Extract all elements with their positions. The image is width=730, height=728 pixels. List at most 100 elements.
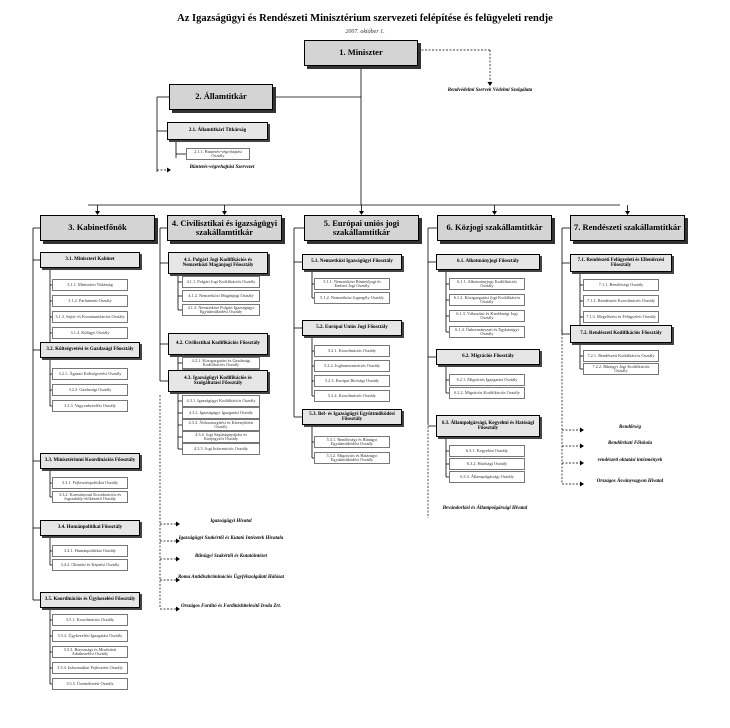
external-body-label: rendészeti oktatási intézmények <box>597 458 663 463</box>
department-box: 5.2. Európai Uniós Jogi Főosztály <box>302 320 402 336</box>
unit-box: 3.1.1. Miniszteri Titkárság <box>52 279 128 291</box>
unit-box: 3.3.2. Kormányzati Koordinációs és Jogsz… <box>52 491 128 503</box>
external-arrow <box>176 577 180 583</box>
department-box: 3.4. Humánpolitikai Főosztály <box>40 520 140 536</box>
division-arrow <box>95 211 100 215</box>
external-arrow <box>176 521 180 527</box>
unit-box: 3.2.1. Ágazati Költségvetési Osztály <box>52 368 128 380</box>
unit-box: 6.1.2. Közigazgatási Jogi Kodifikációs O… <box>449 294 525 306</box>
state-secretary-office-box: 2.1. Államtitkári Titkárság <box>167 122 268 140</box>
unit-box: 3.2.2. Gazdasági Osztály <box>52 384 128 396</box>
external-body-label: Roma Antidiszkriminációs Ügyfélszolgálat… <box>177 575 285 580</box>
department-box: 3.3. Minisztériumi Koordinációs Főosztál… <box>40 453 140 469</box>
unit-box: 2.1.1. Büntetés-végrehajtási Osztály <box>186 148 250 160</box>
external-body-label: Rendőrtiszti Főiskola <box>607 441 653 446</box>
external-body-label: Bűnügyi Szakértői és Kutatóintézet <box>194 554 268 559</box>
unit-box: 7.1.2. Rendészeti Koordinációs Osztály <box>583 295 659 307</box>
division-box-3: 3. Kabinetfőnök <box>40 215 155 241</box>
unit-box: 4.3.3. Áldozatsegítési és Kárenyhítési O… <box>182 419 260 431</box>
unit-box: 3.5.4. Informatikai Fejlesztési Osztály <box>52 662 128 674</box>
page-title: Az Igazságügyi és Rendészeti Minisztériu… <box>177 13 553 24</box>
department-box: 5.1. Nemzetközi Igazságügyi Főosztály <box>302 254 402 270</box>
division-arrow <box>492 211 497 215</box>
unit-box: 3.5.3. Biztonsági és Minősített Adatkeze… <box>52 646 128 658</box>
division-box-7: 7. Rendészeti szakállamtitkár <box>570 215 685 241</box>
department-box: 6.3. Állampolgársági, Kegyelmi és Hatósá… <box>436 415 540 437</box>
unit-box: 4.1.1. Polgári Jogi Kodifikációs Osztály <box>182 276 260 288</box>
external-arrow <box>580 481 584 487</box>
department-box: 7.2. Rendészeti Kodifikációs Főosztály <box>570 325 672 343</box>
external-body-label: Igazságügyi Hivatal <box>210 519 252 524</box>
minister-box: 1. Miniszter <box>304 40 418 66</box>
unit-box: 4.1.2. Nemzetközi Magánjogi Osztály <box>182 290 260 302</box>
external-body-label: Országos Ásványvagyon Hivatal <box>596 479 664 484</box>
page-subtitle: 2007. október 1. <box>345 29 385 35</box>
division-box-6: 6. Közjogi szakállamtitkár <box>437 215 552 241</box>
unit-box: 6.1.3. Választási és Kisebbségi Jogi Osz… <box>449 310 525 322</box>
external-arrow <box>580 427 584 433</box>
unit-box: 5.2.2. Jogharmonizációs Osztály <box>314 360 390 372</box>
unit-box: 6.3.1. Kegyelmi Osztály <box>449 445 525 457</box>
unit-box: 3.3.1. Fejlesztéspolitikai Osztály <box>52 477 128 489</box>
unit-box: 4.2.1. Közigazgatási és Gazdasági Kodifi… <box>182 357 260 369</box>
unit-box: 6.1.1. Alkotmányjogi Kodifikációs Osztál… <box>449 278 525 290</box>
unit-box: 7.2.1. Rendészeti Kodifikációs Osztály <box>583 350 659 362</box>
department-box: 4.2. Civilisztikai Kodifikációs Főosztál… <box>168 333 268 355</box>
division-arrow <box>625 211 630 215</box>
external-body-label: Büntetés-végrehajtási Szervezet <box>189 165 255 170</box>
unit-box: 5.2.4. Koordinációs Osztály <box>314 390 390 402</box>
external-arrow <box>176 556 180 562</box>
unit-box: 7.1.1. Rendőrségi Osztály <box>583 279 659 291</box>
division-arrow <box>222 211 227 215</box>
unit-box: 7.2.2. Bűnügyi Jogi Kodifikációs Osztály <box>583 363 659 375</box>
department-box: 6.2. Migrációs Főosztály <box>436 349 540 365</box>
unit-box: 3.4.2. Oktatási és Képzési Osztály <box>52 559 128 571</box>
unit-box: 6.1.4. Önkormányzati és Egyházügyi Osztá… <box>449 326 525 338</box>
unit-box: 3.5.5. Üzemeltetési Osztály <box>52 678 128 690</box>
unit-box: 5.2.3. Európai Bírósági Osztály <box>314 375 390 387</box>
external-arrow <box>176 538 180 544</box>
unit-box: 6.3.2. Hatósági Osztály <box>449 458 525 470</box>
external-body-label: Igazságügyi Szakértői és Kutató Intézete… <box>178 536 284 541</box>
department-box: 5.3. Bel- és Igazságügyi Együttműködési … <box>302 409 402 425</box>
external-arrow <box>580 443 584 449</box>
division-box-4: 4. Civilisztikai és igazságügyi szakálla… <box>167 215 282 241</box>
external-arrow <box>176 606 180 612</box>
division-box-5: 5. Európai uniós jogi szakállamtitkár <box>304 215 419 241</box>
unit-box: 3.1.4. Külügyi Osztály <box>52 327 128 339</box>
unit-box: 4.3.5. Jogi Információs Osztály <box>182 443 260 455</box>
unit-box: 7.1.3. Megelőzési és Felügyeleti Osztály <box>583 311 659 323</box>
department-box: 4.3. Igazságügyi Kodifikációs és Szolgál… <box>168 370 268 392</box>
unit-box: 6.3.3. Állampolgársági Osztály <box>449 471 525 483</box>
unit-box: 5.3.1. Rendőrségi és Bűnügyi Együttműköd… <box>314 436 390 448</box>
unit-box: 4.3.1. Igazságügyi Kodifikációs Osztály <box>182 395 260 407</box>
department-box: 6.1. Alkotmányjogi Főosztály <box>436 254 540 270</box>
unit-box: 5.1.1. Nemzetközi Büntetőjogi és Emberi … <box>314 278 390 290</box>
unit-box: 5.2.1. Koordinációs Osztály <box>314 345 390 357</box>
unit-box: 3.2.3. Vagyonkezelési Osztály <box>52 400 128 412</box>
external-body-label: Országos Fordító és Fordításhitelesítő I… <box>180 604 281 609</box>
external-arrow <box>167 167 171 173</box>
department-box: 3.2. Költségvetési és Gazdasági Főosztál… <box>40 342 140 358</box>
minister-external-label: Rendvédelmi Szervek Védelmi Szolgálata <box>447 88 533 93</box>
unit-box: 3.1.3. Sajtó- és Kommunikációs Osztály <box>52 311 128 323</box>
unit-box: 4.3.4. Jogi Segítségnyújtási és Közjegyz… <box>182 431 260 443</box>
department-box: 3.5. Koordinációs és Ügykezelési Főosztá… <box>40 592 140 608</box>
state-secretary-box: 2. Államtitkár <box>169 84 273 110</box>
external-arrow <box>580 460 584 466</box>
unit-box: 5.3.2. Migrációs és Határügyi Együttműkö… <box>314 452 390 464</box>
department-box: 3.1. Miniszteri Kabinet <box>40 252 140 268</box>
unit-box: 5.1.2. Nemzetközi Jogsegély Osztály <box>314 292 390 304</box>
unit-box: 6.2.1. Migrációs Igazgatási Osztály <box>449 374 525 386</box>
department-box: 7.1. Rendészeti Felügyeleti és Ellenőrzé… <box>570 254 672 272</box>
external-body-label: Bevándorlási és Állampolgársági Hivatal <box>442 506 528 511</box>
minister-external-arrow <box>487 82 493 86</box>
unit-box: 4.3.2. Igazságügyi Igazgatási Osztály <box>182 407 260 419</box>
unit-box: 3.4.1. Humánpolitikai Osztály <box>52 545 128 557</box>
unit-box: 3.1.2. Parlamenti Osztály <box>52 295 128 307</box>
external-body-label: Rendőrség <box>619 425 641 430</box>
unit-box: 3.5.1. Koordinációs Osztály <box>52 614 128 626</box>
department-box: 4.1. Polgári Jogi Kodifikációs és Nemzet… <box>168 252 268 274</box>
unit-box: 4.1.3. Nemzetközi Polgári Igazságügyi Eg… <box>182 304 260 316</box>
